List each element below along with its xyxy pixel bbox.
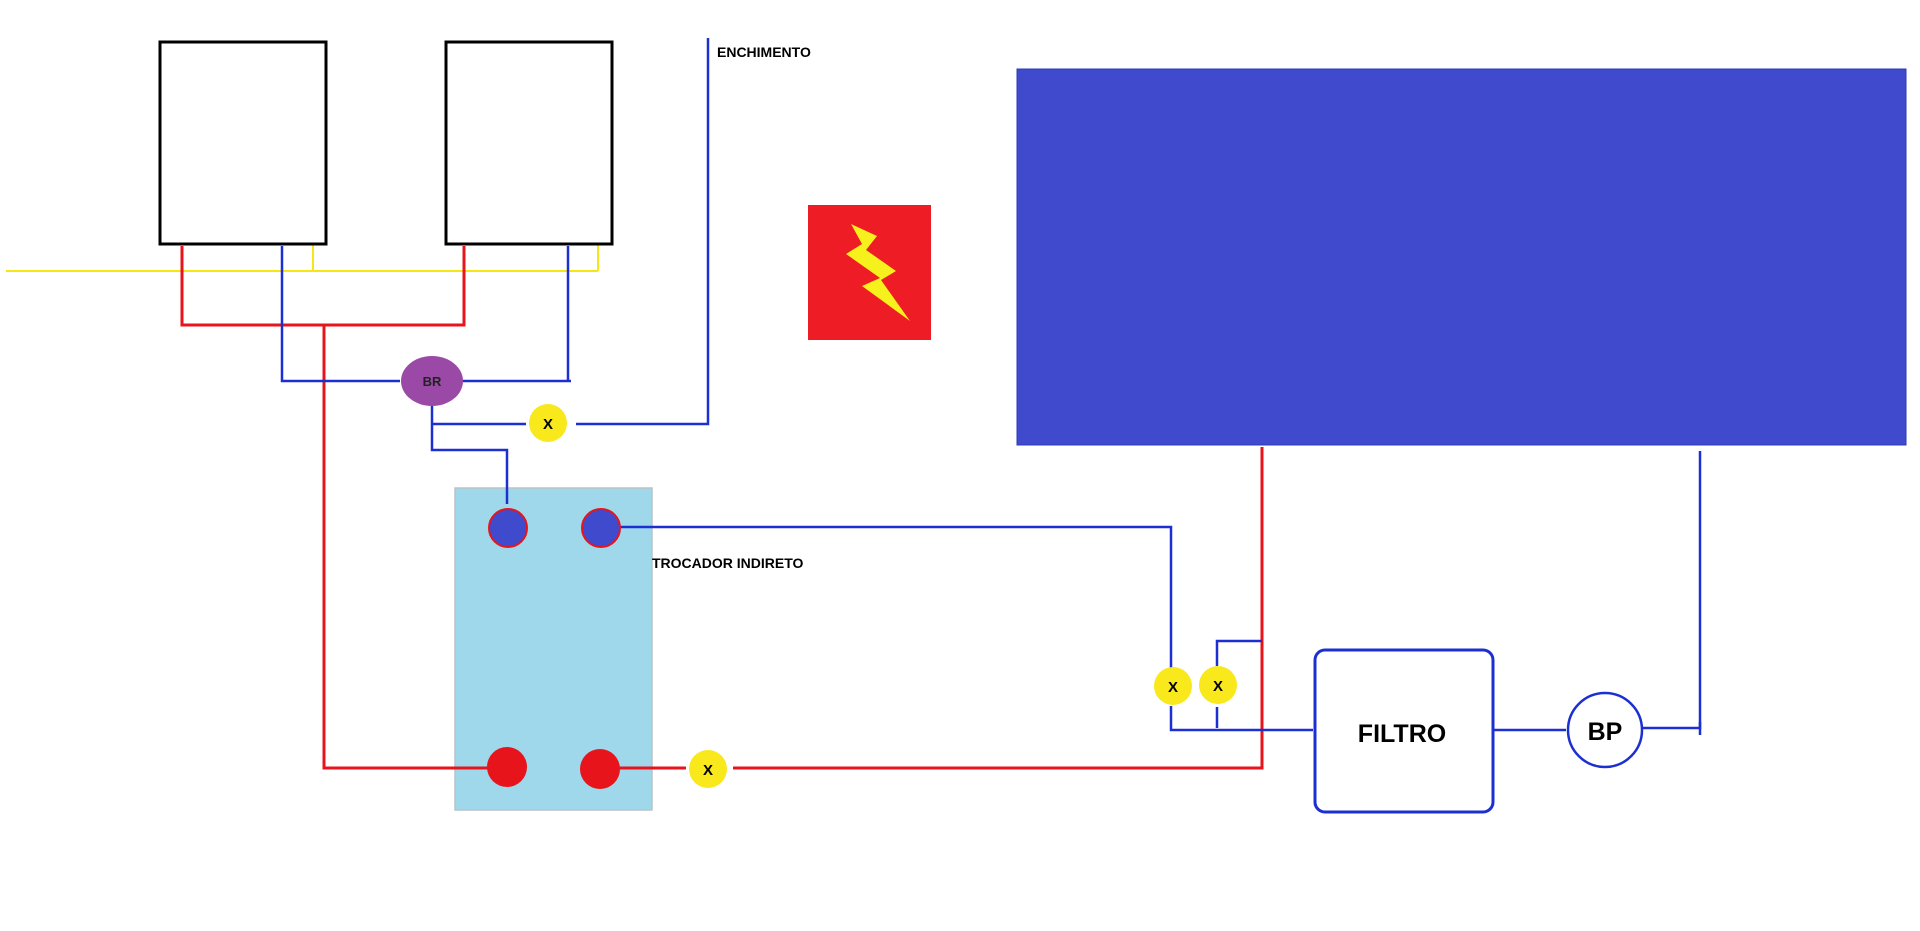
port-hot-in <box>487 747 527 787</box>
filter-label: FILTRO <box>1358 720 1446 748</box>
valve-hot-return-label: X <box>703 762 713 779</box>
valve-hot-return[interactable]: X <box>689 750 727 788</box>
port-cold-in <box>488 508 528 548</box>
filter: FILTRO <box>1313 648 1495 814</box>
cold-water-lines <box>280 38 1702 735</box>
boiler-2 <box>444 40 614 246</box>
pool <box>1016 68 1907 446</box>
recirculation-pump: BR <box>401 356 463 406</box>
valve-bypass-1[interactable]: X <box>1154 667 1192 705</box>
fill-line-label: ENCHIMENTO <box>717 44 811 60</box>
heat-exchanger-label: TROCADOR INDIRETO <box>652 555 804 571</box>
port-hot-out <box>580 749 620 789</box>
electrical-panel <box>808 205 931 340</box>
port-cold-out <box>581 508 621 548</box>
recirculation-pump-label: BR <box>423 374 442 389</box>
valve-bypass-2[interactable]: X <box>1199 666 1237 704</box>
valve-bypass-2-label: X <box>1213 678 1223 695</box>
power-line <box>6 244 599 272</box>
heat-exchanger <box>454 487 653 811</box>
lightning-bolt-icon <box>846 224 910 321</box>
valve-fill-label: X <box>543 416 553 433</box>
valve-fill[interactable]: X <box>529 404 567 442</box>
boiler-1 <box>158 40 328 246</box>
pool-pump: BP <box>1566 691 1644 769</box>
hot-water-lines <box>180 246 1264 770</box>
heat-exchanger-ports <box>487 508 621 789</box>
pool-pump-label: BP <box>1588 718 1623 746</box>
valve-bypass-1-label: X <box>1168 679 1178 696</box>
